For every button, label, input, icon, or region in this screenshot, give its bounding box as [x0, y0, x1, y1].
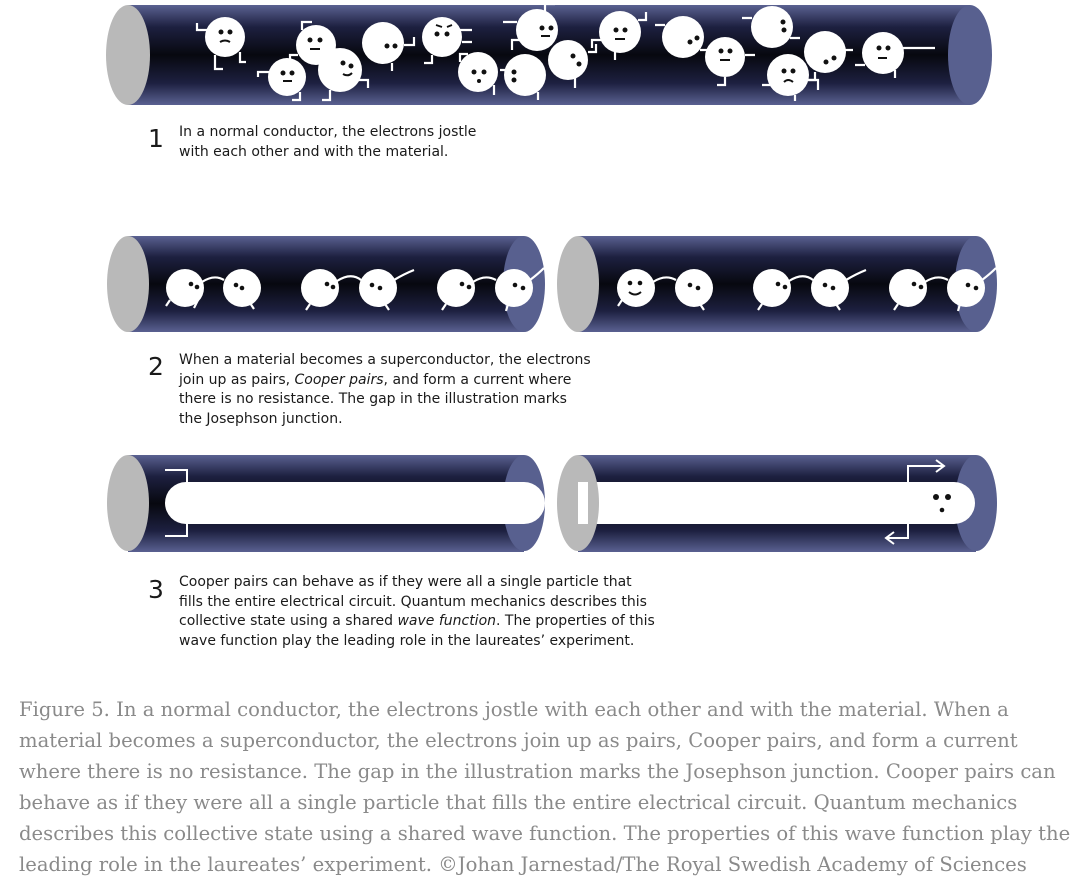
wave-function-band [556, 482, 975, 524]
step-3-line: Cooper pairs can behave as if they were … [179, 573, 655, 593]
step-1-line: In a normal conductor, the electrons jos… [179, 123, 476, 143]
step-2-line: When a material becomes a superconductor… [179, 351, 591, 371]
wave-function-tube-left [107, 455, 545, 552]
step-3-line: collective state using a shared wave fun… [179, 612, 655, 632]
step-2-line: there is no resistance. The gap in the i… [179, 390, 591, 410]
wave-function-tube-right [556, 455, 997, 552]
step-1-number: 1 [148, 126, 164, 151]
tube-end-cap-left [107, 236, 149, 332]
step-1-line: with each other and with the material. [179, 143, 476, 163]
tube-end-cap-left [557, 236, 599, 332]
step-3-text: Cooper pairs can behave as if they were … [179, 573, 655, 651]
tube-end-cap-left [107, 455, 149, 551]
step-3-line: wave function play the leading role in t… [179, 632, 655, 652]
tube-end-cap-left [106, 5, 150, 105]
cooper-pairs-term: Cooper pairs [295, 372, 384, 388]
step-3-number: 3 [148, 577, 164, 602]
tube-end-cap-right [948, 5, 992, 105]
step-1-text: In a normal conductor, the electrons jos… [179, 123, 476, 162]
step-2-number: 2 [148, 354, 164, 379]
step-3-line: fills the entire electrical circuit. Qua… [179, 593, 655, 613]
wave-function-band [165, 482, 545, 524]
step-2-line: the Josephson junction. [179, 410, 591, 430]
step-2-line: join up as pairs, Cooper pairs, and form… [179, 371, 591, 391]
step-2-text: When a material becomes a superconductor… [179, 351, 591, 429]
figure-caption: Figure 5. In a normal conductor, the ele… [19, 694, 1080, 880]
wave-function-term: wave function [397, 613, 496, 629]
